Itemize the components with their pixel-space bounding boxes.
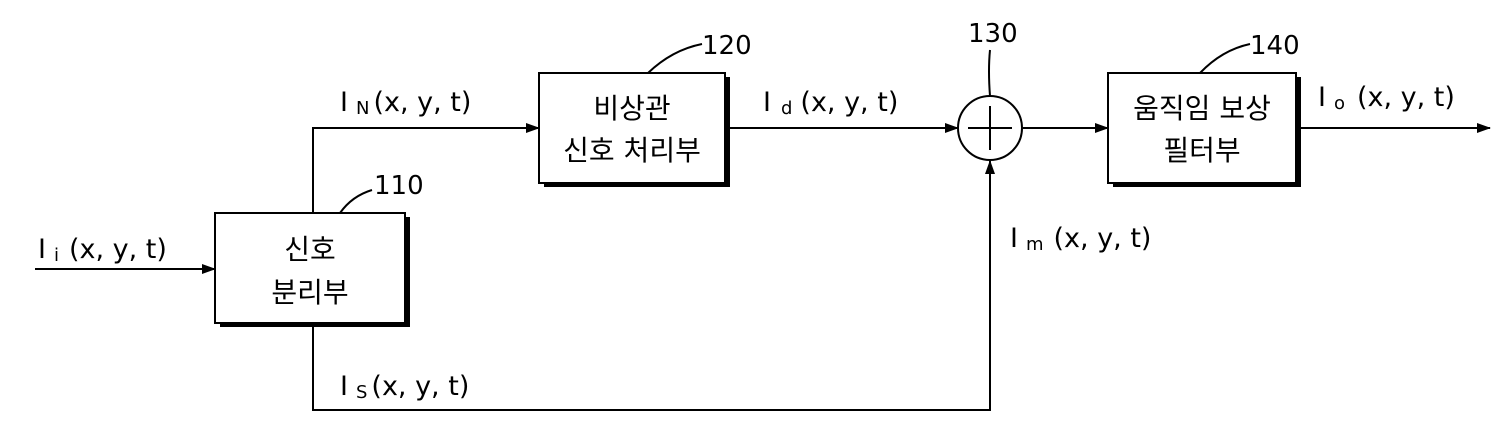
separator-label-line2: 분리부 xyxy=(271,276,348,309)
input-signal-label: Ii(x, y, t) xyxy=(38,234,167,266)
mc-filter-block: 움직임 보상 필터부 xyxy=(1108,73,1301,187)
motion-signal-label: Im(x, y, t) xyxy=(1010,223,1151,255)
decorrelation-ref-number: 120 xyxy=(702,31,752,61)
noise-signal-label: IN(x, y, t) xyxy=(340,87,471,119)
noise-path-arrow xyxy=(313,128,539,213)
adder-ref-number: 130 xyxy=(968,19,1018,49)
separator-ref-number: 110 xyxy=(374,171,424,201)
decorrelation-label-line2: 신호 처리부 xyxy=(563,134,701,167)
decorrelation-ref-leader xyxy=(648,44,702,73)
mc-filter-ref-number: 140 xyxy=(1250,31,1300,61)
output-signal-label: Io(x, y, t) xyxy=(1318,82,1455,114)
mc-filter-label-line1: 움직임 보상 xyxy=(1133,92,1271,125)
mc-filter-label-line2: 필터부 xyxy=(1163,134,1240,167)
separator-label-line1: 신호 xyxy=(284,233,336,266)
separator-ref-leader xyxy=(340,190,372,213)
separator-block: 신호 분리부 xyxy=(215,213,410,327)
adder-block xyxy=(958,96,1022,160)
decorrelation-block: 비상관 신호 처리부 xyxy=(539,73,730,187)
decor-signal-label: Id(x, y, t) xyxy=(763,87,898,119)
decorrelation-label-line1: 비상관 xyxy=(593,92,670,125)
mc-filter-ref-leader xyxy=(1200,44,1250,73)
adder-ref-leader xyxy=(989,50,990,96)
signal-path-label: IS(x, y, t) xyxy=(340,371,469,403)
